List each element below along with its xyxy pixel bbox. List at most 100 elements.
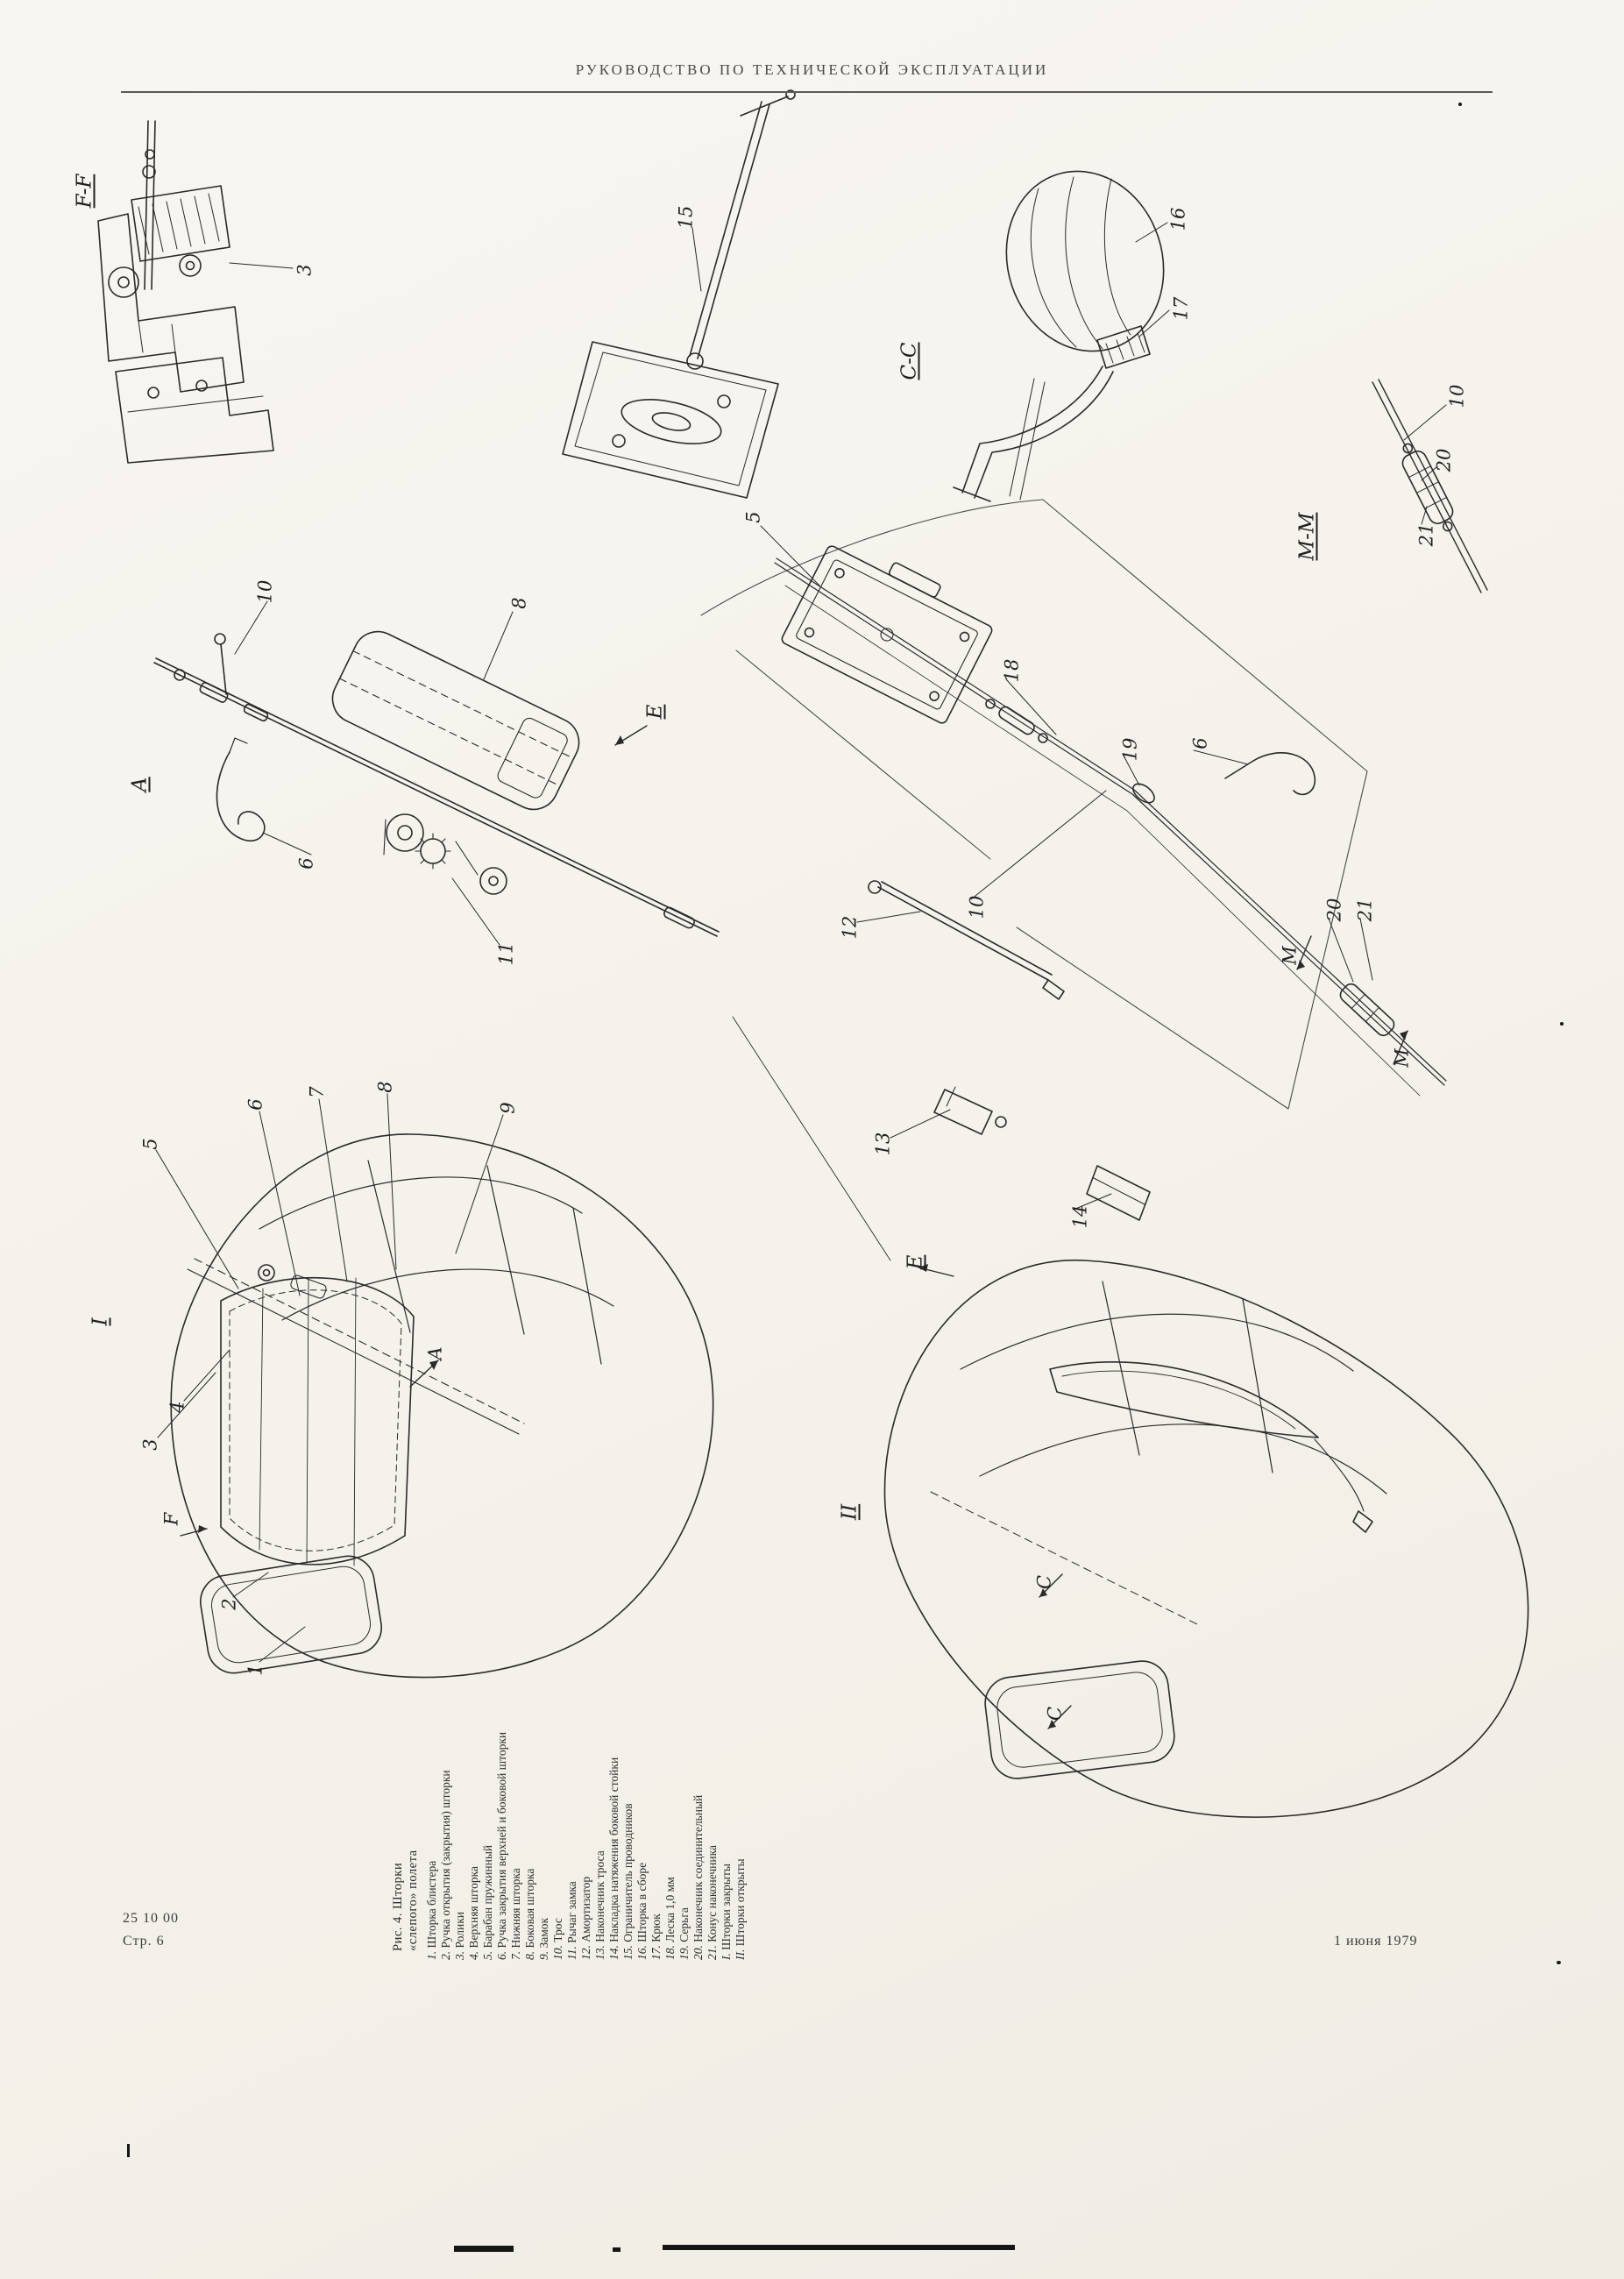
figure-legend: Рис. 4. Шторки «слепого» полета 1. Шторк… — [391, 1715, 748, 1960]
legend-item: I. Шторки закрыты — [720, 1715, 734, 1960]
scan-artifact — [1557, 1961, 1561, 1964]
view-arrow-label-a: А — [424, 1346, 446, 1360]
callout-v1-3: 3 — [139, 1438, 161, 1451]
legend-item-text: Наконечник соединительный — [691, 1794, 705, 1942]
page-header-title: РУКОВОДСТВО ПО ТЕХНИЧЕСКОЙ ЭКСПЛУАТАЦИИ — [575, 61, 1049, 78]
legend-item-number: 2. — [439, 1950, 452, 1960]
callout-17: 17 — [1170, 296, 1192, 321]
legend-item-text: Замок — [537, 1917, 550, 1949]
callout-v1-4: 4 — [167, 1401, 188, 1413]
legend-item: 21. Конус наконечника — [706, 1715, 720, 1960]
legend-item: 20. Наконечник соединительный — [691, 1715, 706, 1960]
legend-item: 14. Накладка натяжения боковой стойки — [607, 1715, 621, 1960]
legend-item-text: Шторка в сборе — [635, 1862, 649, 1942]
callout-e-10: 10 — [966, 895, 988, 919]
section-arrow-label-c2: С — [1044, 1706, 1066, 1722]
legend-item-number: 14. — [607, 1945, 621, 1960]
section-label-cc: C-C — [897, 342, 921, 380]
callout-16: 16 — [1167, 207, 1189, 231]
legend-item-text: Крюк — [649, 1913, 663, 1942]
drawing-detail-15 — [562, 89, 796, 499]
legend-item-number: 18. — [663, 1945, 677, 1960]
callout-e-19: 19 — [1119, 737, 1141, 762]
legend-item-text: Верхняя шторка — [467, 1866, 480, 1949]
legend-item-number: 17. — [649, 1945, 663, 1960]
legend-item-number: 8. — [523, 1950, 536, 1960]
footer-page-number: Стр. 6 — [123, 1934, 165, 1949]
legend-item-number: 3. — [453, 1950, 466, 1960]
legend-item-number: 20. — [691, 1945, 705, 1960]
legend-item: 17. Крюк — [649, 1715, 663, 1960]
legend-item-text: Ручка закрытия верхней и боковой шторки — [495, 1731, 508, 1949]
legend-item: 11. Рычаг замка — [565, 1715, 579, 1960]
legend-item-text: Накладка натяжения боковой стойки — [607, 1757, 621, 1942]
figure-caption-line1: Рис. 4. Шторки — [391, 1862, 405, 1951]
legend-item: 6. Ручка закрытия верхней и боковой штор… — [495, 1715, 509, 1960]
scan-artifact — [663, 2245, 1015, 2250]
footer-chapter-code: 25 10 00 — [123, 1911, 179, 1926]
legend-item-number: 9. — [537, 1950, 550, 1960]
legend-item-text: Ручка открытия (закрытия) шторки — [439, 1770, 452, 1949]
legend-item-number: 15. — [621, 1945, 635, 1960]
legend-item-text: Трос — [551, 1918, 564, 1942]
legend-item-text: Шторки закрыты — [720, 1864, 733, 1950]
legend-item-text: Ролики — [453, 1912, 466, 1949]
legend-item-text: Шторка блистера — [425, 1860, 438, 1949]
scan-artifact — [1458, 103, 1462, 106]
legend-item-number: 1. — [425, 1950, 438, 1960]
legend-item: 12. Амортизатор — [579, 1715, 593, 1960]
legend-item-text: Леска 1,0 мм — [663, 1877, 677, 1942]
callout-v1-8: 8 — [374, 1081, 396, 1093]
callout-e-12: 12 — [839, 915, 861, 940]
section-label-mm: M-M — [1295, 512, 1319, 561]
legend-item-number: 12. — [579, 1945, 592, 1960]
legend-item: 2. Ручка открытия (закрытия) шторки — [439, 1715, 453, 1960]
legend-item-number: 13. — [593, 1945, 606, 1960]
footer-date: 1 июня 1979 — [1334, 1934, 1418, 1949]
view-label-e-mid: Е — [643, 704, 667, 720]
legend-item-number: 5. — [481, 1950, 494, 1960]
legend-item: 16. Шторка в сборе — [635, 1715, 649, 1960]
legend-item: 5. Барабан пружинный — [481, 1715, 495, 1960]
scan-artifact — [454, 2246, 514, 2252]
callout-e-18: 18 — [1001, 658, 1023, 683]
scan-artifact — [127, 2144, 130, 2157]
header-rule — [121, 91, 1493, 93]
drawing-section-cc — [953, 170, 1170, 502]
callout-e-13: 13 — [872, 1132, 894, 1156]
view-label-1: I — [89, 1317, 112, 1326]
legend-item-text: Барабан пружинный — [481, 1844, 494, 1949]
callout-v1-7: 7 — [306, 1086, 328, 1098]
callout-v1-5: 5 — [139, 1138, 161, 1150]
legend-item: 4. Верхняя шторка — [467, 1715, 481, 1960]
legend-item: 8. Боковая шторка — [523, 1715, 537, 1960]
callout-a-10: 10 — [254, 579, 276, 604]
legend-item: 9. Замок — [537, 1715, 551, 1960]
callout-mm-10: 10 — [1446, 384, 1468, 408]
legend-item-text: Боковая шторка — [523, 1868, 536, 1949]
legend-item-number: 10. — [551, 1945, 564, 1960]
callout-mm-21: 21 — [1415, 522, 1437, 547]
scan-artifact — [1560, 1022, 1564, 1026]
legend-item-text: Наконечник троса — [593, 1850, 606, 1942]
callout-a-11: 11 — [495, 941, 517, 966]
legend-item-number: 21. — [706, 1945, 719, 1960]
legend-item-number: I. — [720, 1953, 733, 1960]
section-label-ff: F-F — [73, 174, 96, 209]
legend-item-number: 4. — [467, 1950, 480, 1960]
callout-mm-20: 20 — [1433, 448, 1455, 472]
view-label-a: А — [128, 777, 152, 792]
section-arrow-label-f: F — [160, 1512, 182, 1526]
legend-item: 19. Серьга — [677, 1715, 691, 1960]
drawing-view-a — [153, 600, 720, 946]
legend-item-text: Шторки открыты — [734, 1858, 747, 1947]
legend-item-number: 16. — [635, 1945, 649, 1960]
legend-item-text: Ограничитель проводников — [621, 1803, 635, 1942]
callout-a-6: 6 — [295, 857, 317, 870]
drawing-view-2 — [732, 1016, 1529, 1818]
legend-item-text: Нижняя шторка — [509, 1868, 522, 1949]
legend-item: 18. Леска 1,0 мм — [663, 1715, 677, 1960]
section-arrow-label-m1: М — [1279, 946, 1301, 965]
